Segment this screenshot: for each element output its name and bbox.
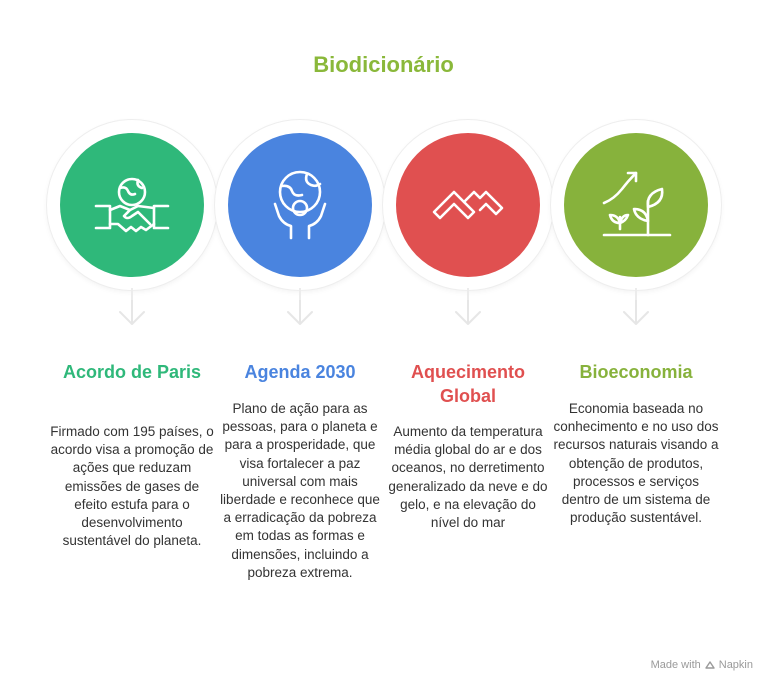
item-description: Firmado com 195 países, o acordo visa a … bbox=[50, 424, 214, 549]
brand-label: Napkin bbox=[718, 659, 753, 671]
item-heading: Aquecimento Global bbox=[410, 362, 525, 406]
melting-ice-icon bbox=[432, 190, 504, 220]
item-description: Aumento da temperatura média global do a… bbox=[388, 424, 548, 531]
globe-person-icon bbox=[273, 170, 327, 240]
chevron-down-icon bbox=[623, 300, 649, 325]
globe-handshake-icon bbox=[94, 177, 170, 233]
chevron-down-icon bbox=[119, 300, 145, 325]
item-description: Plano de ação para as pessoas, para o pl… bbox=[220, 401, 380, 580]
footer-attribution: Made with Napkin bbox=[651, 659, 753, 671]
plant-growth-icon bbox=[602, 171, 672, 237]
made-with-label: Made with bbox=[650, 659, 701, 671]
item-heading: Agenda 2030 bbox=[244, 362, 356, 382]
napkin-logo-icon bbox=[705, 661, 715, 669]
item-heading: Acordo de Paris bbox=[62, 362, 202, 382]
chevron-down-icon bbox=[455, 300, 481, 325]
item-description: Economia baseada no conhecimento e no us… bbox=[553, 401, 719, 526]
item-heading: Bioeconomia bbox=[579, 362, 693, 382]
chevron-down-icon bbox=[287, 300, 313, 325]
icon-circle bbox=[60, 133, 204, 277]
page-title: Biodicionário bbox=[313, 52, 454, 77]
icon-circle bbox=[564, 133, 708, 277]
icon-circle bbox=[228, 133, 372, 277]
icon-circle bbox=[396, 133, 540, 277]
